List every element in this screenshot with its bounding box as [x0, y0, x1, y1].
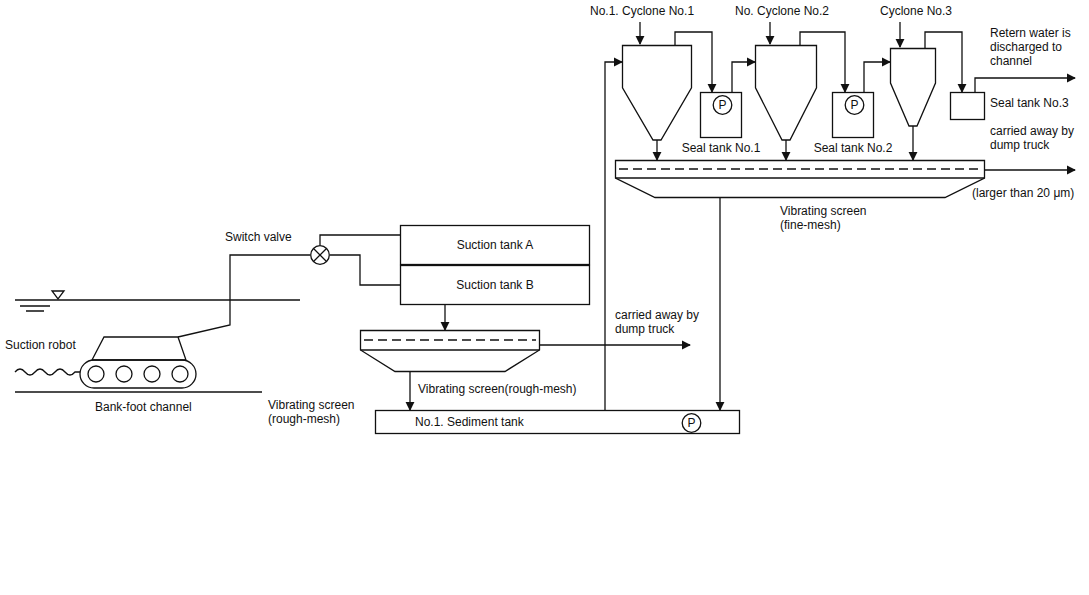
cyclone: No. Cyclone No.2: [755, 45, 817, 140]
node-label: No.1. Cyclone No.1: [590, 4, 694, 18]
node-label: Suction tank B: [456, 278, 533, 292]
switch-valve-outline: [310, 245, 330, 265]
node-label: No. Cyclone No.2: [735, 4, 829, 18]
seal-tank-outline: [950, 92, 985, 120]
pump-symbol: P: [681, 413, 702, 433]
pipe-connector: [785, 140, 786, 160]
pipe-connector: [864, 62, 890, 92]
robot-wheel: [172, 366, 188, 382]
inlet-leader: [639, 22, 640, 44]
discharge-arrow: [985, 169, 1075, 170]
suction-tank: Suction tank A: [400, 225, 590, 265]
pipe-connector: [605, 62, 622, 410]
sediment-tank: No.1. Sediment tank P: [375, 410, 740, 434]
water-symbol: [20, 306, 50, 311]
water-symbol: [52, 291, 64, 299]
pump-letter: P: [718, 98, 726, 112]
pipe-connector: [719, 198, 720, 410]
vibrating-screen-outline: [615, 160, 985, 198]
suction-tank: Suction tank B: [400, 265, 590, 305]
pipe-connector: [912, 126, 913, 160]
seal-tank: Seal tank No.3: [950, 92, 985, 120]
cyclone: No.1. Cyclone No.1: [622, 45, 692, 140]
cyclone: Cyclone No.3: [890, 48, 936, 126]
node-label: Seal tank No.1: [682, 141, 761, 155]
node-label: Switch valve: [225, 230, 292, 244]
annotation-label: Vibrating screen (rough-mesh): [268, 398, 368, 426]
pipe-connector: [330, 255, 400, 285]
robot-body: [92, 337, 186, 360]
annotation-label: Retern water is discharged to channel: [990, 26, 1082, 68]
suction-head: [15, 369, 80, 375]
pipe-connector: [656, 140, 657, 160]
pipe-connector: [409, 372, 410, 410]
pipe-connector: [925, 32, 962, 92]
robot-wheel: [116, 366, 132, 382]
pipe-connector: [800, 32, 845, 92]
cyclone-outline: [890, 48, 936, 126]
pipe-connector: [732, 62, 755, 92]
seal-tank: Seal tank No.1P: [700, 92, 742, 138]
inlet-leader: [769, 22, 770, 44]
node-label: No.1. Sediment tank: [415, 415, 524, 429]
node-label: Seal tank No.3: [990, 96, 1069, 110]
pump-letter: P: [850, 98, 858, 112]
channel-bottom: [15, 391, 262, 392]
cyclone-outline: [755, 45, 817, 140]
vibrating-screen: Vibrating screen(rough-mesh): [360, 330, 540, 372]
pump-symbol: P: [712, 95, 733, 115]
vibrating-screen-outline: [360, 330, 540, 372]
annotation-label: Suction robot: [5, 338, 76, 352]
pipe-connector: [675, 32, 712, 92]
seal-tank: Seal tank No.2P: [832, 92, 874, 138]
node-label: Cyclone No.3: [880, 4, 952, 18]
annotation-label: carried away by dump truck: [990, 124, 1082, 152]
annotation-label: carried away by dump truck: [615, 308, 710, 336]
vibrating-screen: Vibrating screen (fine-mesh): [615, 160, 985, 198]
discharge-arrow: [540, 344, 690, 345]
suction-hose: [178, 255, 310, 337]
pump-symbol: P: [844, 95, 865, 115]
return-water-arrow: [975, 78, 1075, 92]
node-label: Seal tank No.2: [814, 141, 893, 155]
pump-letter: P: [687, 416, 695, 430]
node-label: Vibrating screen(rough-mesh): [418, 382, 577, 396]
annotation-label: Bank-foot channel: [95, 400, 192, 414]
inlet-leader: [899, 22, 900, 47]
node-label: Suction tank A: [457, 238, 534, 252]
robot-wheel: [88, 366, 104, 382]
switch-valve: Switch valve: [310, 245, 330, 265]
node-label: Vibrating screen (fine-mesh): [780, 204, 880, 232]
robot-track: [80, 360, 196, 388]
pipe-connector: [320, 235, 400, 245]
annotation-label: (larger than 20 μm): [972, 186, 1074, 200]
pipe-connector: [444, 305, 445, 330]
robot-wheel: [144, 366, 160, 382]
cyclone-outline: [622, 45, 692, 140]
